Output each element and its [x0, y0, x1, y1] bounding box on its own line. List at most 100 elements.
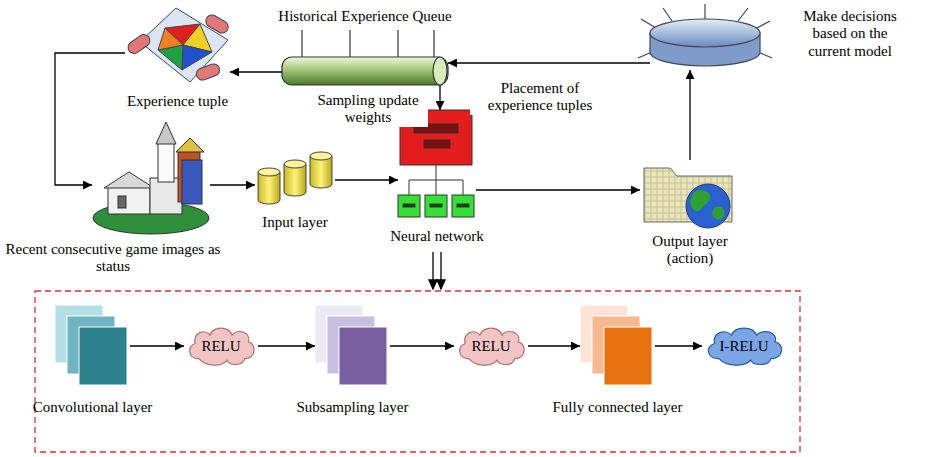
node-caption: Neural network [367, 228, 507, 245]
disc-icon [638, 4, 772, 66]
queue-node: Historical Experience Queue [282, 57, 448, 85]
subsampling-node: Subsampling layer [315, 305, 390, 387]
tuple-node: Experience tuple [125, 5, 230, 85]
activation-label: I-RELU [719, 338, 768, 355]
node-caption: Experience tuple [108, 93, 248, 110]
cloud-shape [708, 328, 781, 365]
subsampling-stack [315, 305, 387, 385]
tube-body [282, 57, 448, 85]
conv-layer-node: Convolutional layer [55, 305, 130, 387]
tick [349, 30, 350, 57]
activation-label: RELU [471, 338, 510, 355]
cylinder-top [284, 160, 306, 168]
node-caption: Fully connected layer [533, 399, 703, 416]
cylinder-top [258, 168, 280, 176]
decision-disc: Make decisions based on the current mode… [650, 15, 760, 70]
flow-arrow [689, 70, 690, 160]
arrow-line [440, 252, 441, 282]
spike [738, 8, 748, 21]
flow-arrow [130, 345, 184, 346]
node-caption: Input layer [235, 214, 355, 231]
flow-arrow [476, 189, 640, 190]
wall [108, 186, 150, 214]
cylinder [310, 156, 332, 188]
game-image-icon [93, 122, 209, 234]
relu-cloud: RELU [184, 325, 258, 367]
relu-cloud: RELU [454, 325, 528, 367]
wall [150, 178, 182, 214]
flow-arrow [439, 85, 440, 110]
fully-connected-node: Fully connected layer [580, 305, 655, 387]
stripe [424, 140, 450, 148]
cloud-shape [460, 328, 524, 365]
output-icon [644, 168, 732, 228]
unit [398, 195, 420, 217]
unit-dash [430, 204, 442, 207]
game-state-node: Recent consecutive game images as status [92, 135, 210, 235]
cylinder-top [310, 152, 332, 160]
facet [158, 28, 183, 50]
roof [104, 172, 154, 188]
tower-roof [176, 138, 204, 152]
spike [704, 4, 705, 19]
spire-tower [158, 142, 174, 182]
spike [641, 19, 656, 28]
tower [182, 160, 202, 204]
flow-arrow [655, 345, 702, 346]
tick [397, 30, 398, 57]
capsule [195, 62, 222, 81]
unit-dash [457, 204, 469, 207]
unit [425, 195, 447, 217]
activation-label: RELU [201, 338, 240, 355]
irelu-cloud: I-RELU [702, 325, 786, 367]
land [712, 206, 724, 219]
flow-arrow [448, 62, 650, 63]
spire [156, 122, 176, 144]
edge-label: Placement of experience tuples [470, 80, 610, 115]
flow-arrow [390, 345, 454, 346]
conv-stack [55, 305, 127, 385]
output-node: Output layer (action) [640, 160, 735, 230]
land [690, 190, 710, 211]
flow-arrow [258, 345, 315, 346]
network-node: Neural network [398, 110, 476, 220]
tuple-icon [126, 8, 231, 82]
door [118, 196, 126, 208]
node-caption: Historical Experience Queue [235, 8, 495, 25]
node-caption: Recent consecutive game images as status [1, 241, 225, 276]
cylinder [258, 172, 280, 204]
flow-arrow [210, 184, 255, 185]
node-caption: Convolutional layer [13, 399, 173, 416]
flow-arrow [335, 179, 398, 180]
tick [433, 30, 434, 57]
tick [301, 30, 302, 57]
disc-top [650, 19, 760, 47]
flow-arrow [528, 345, 580, 346]
fully-connected-stack [580, 305, 652, 385]
cloud-shape [190, 328, 254, 365]
feature-map [339, 327, 387, 385]
detail-dashed-box [35, 291, 800, 452]
node-caption: Subsampling layer [273, 399, 433, 416]
double-arrow [429, 252, 445, 289]
node-caption: Output layer (action) [640, 233, 740, 268]
globe [686, 184, 730, 228]
arrow-head [437, 280, 445, 289]
flow-arrow [55, 53, 125, 185]
feature-map [79, 327, 127, 385]
unit [452, 195, 474, 217]
edge-label: Sampling update weights [308, 92, 428, 127]
arrow-head [429, 280, 437, 289]
capsule [126, 32, 153, 56]
flow-arrow [230, 71, 282, 72]
unit-dash [403, 204, 415, 207]
queue-tube [282, 30, 448, 85]
node-caption: Make decisions based on the current mode… [794, 8, 906, 60]
cylinder [284, 164, 306, 196]
network-links [409, 165, 463, 195]
input-cylinders [258, 152, 332, 204]
arrow-line [432, 252, 433, 282]
spike [663, 8, 672, 21]
input-layer-node: Input layer [255, 150, 335, 205]
